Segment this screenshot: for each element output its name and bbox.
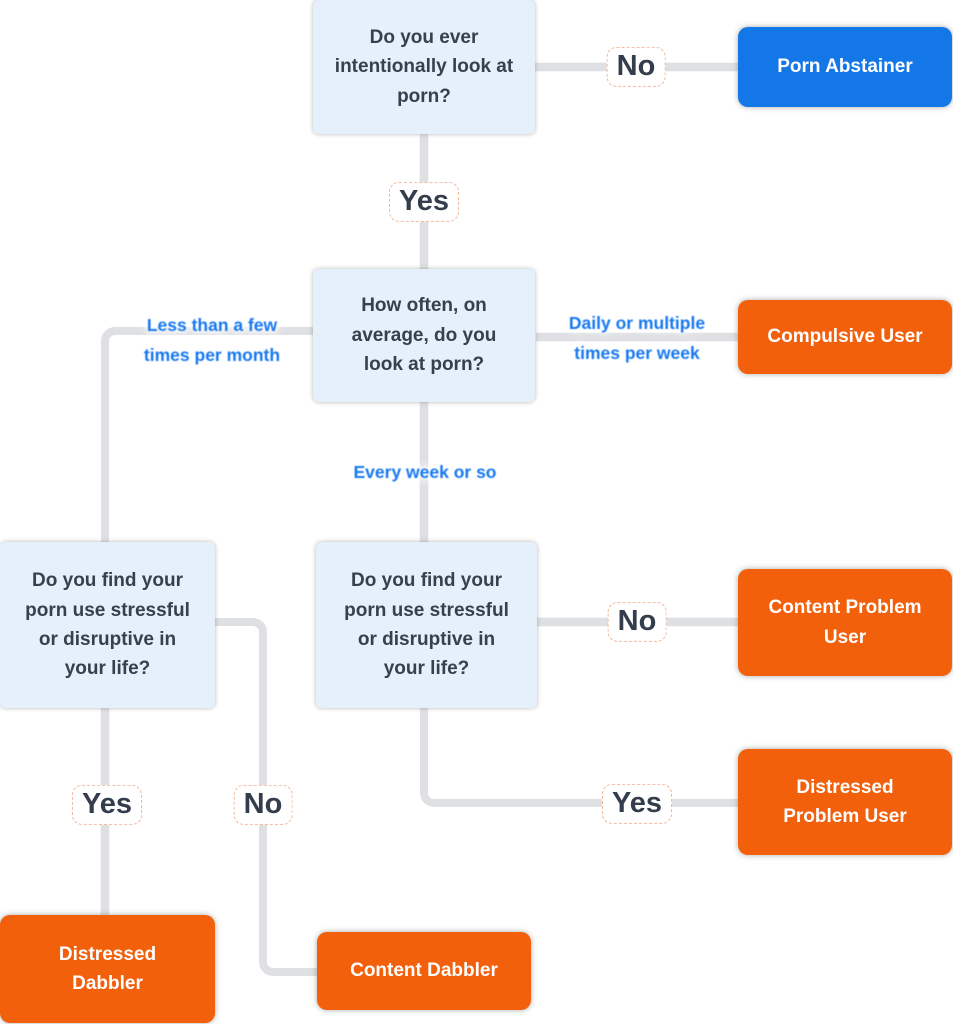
outcome-distressed-problem-user: Distressed Problem User	[738, 749, 952, 855]
connector-q2-to-center-question	[420, 400, 428, 544]
answer-label-no-center-question: No	[607, 601, 667, 643]
answer-label-yes-center-question: Yes	[602, 783, 672, 825]
edge-label-less-than-few-times: Less than a few times per month	[143, 315, 281, 365]
answer-label-yes-q1: Yes	[389, 181, 459, 223]
question-node-stressful-center: Do you find your porn use stressful or d…	[316, 542, 537, 708]
connector-q2-to-left-question	[101, 327, 317, 544]
outcome-distressed-dabbler: Distressed Dabbler	[0, 915, 215, 1023]
outcome-compulsive-user: Compulsive User	[738, 300, 952, 374]
question-node-how-often: How often, on average, do you look at po…	[313, 269, 535, 402]
answer-label-no-q1: No	[606, 46, 666, 88]
connector-left-to-content-dabbler-lower	[259, 718, 317, 976]
answer-label-yes-left-question: Yes	[72, 784, 142, 826]
connector-left-to-content-dabbler-upper	[213, 618, 267, 718]
connector-q2-to-compulsive	[536, 333, 738, 341]
connector-center-to-distressed-problem	[420, 706, 738, 807]
edge-label-daily-or-multiple: Daily or multiple times per week	[568, 313, 706, 363]
answer-label-no-left-question: No	[233, 784, 293, 826]
outcome-content-dabbler: Content Dabbler	[317, 932, 531, 1010]
outcome-porn-abstainer: Porn Abstainer	[738, 27, 952, 107]
question-node-stressful-left: Do you find your porn use stressful or d…	[0, 542, 215, 708]
outcome-content-problem-user: Content Problem User	[738, 569, 952, 676]
question-node-ever-look: Do you ever intentionally look at porn?	[313, 0, 535, 134]
edge-label-every-week-or-so: Every week or so	[353, 462, 497, 482]
